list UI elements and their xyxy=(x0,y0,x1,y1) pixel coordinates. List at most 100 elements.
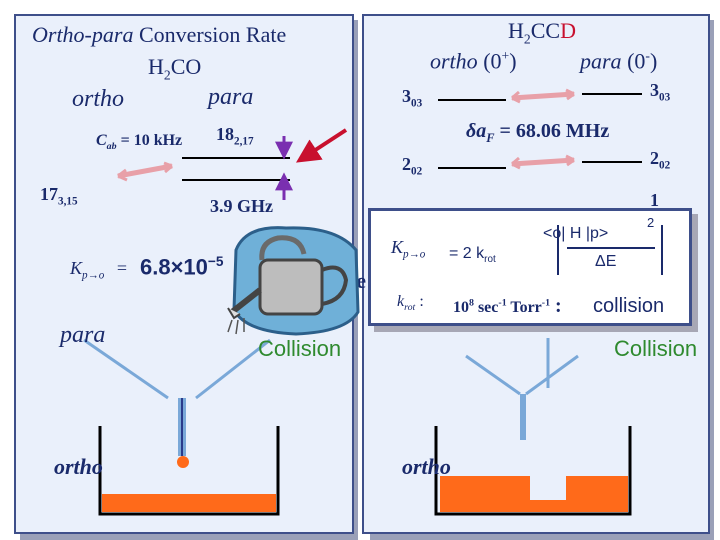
right-para-header: para (0-) xyxy=(580,48,657,74)
right-collision-label: Collision xyxy=(614,336,698,361)
rate-units-exp1: -1 xyxy=(498,297,507,309)
left-ortho-label: ortho xyxy=(72,86,125,112)
cab-label: Cab = 10 kHz xyxy=(96,132,182,152)
rate-mantissa: 6.8×10 xyxy=(140,254,208,280)
rate-units-mid: Torr xyxy=(506,299,542,316)
krot-label: krot : xyxy=(397,293,424,313)
right-molecule: H2CCD xyxy=(508,18,576,47)
right-funnel-ortho: ortho xyxy=(402,454,451,479)
left-molecule: H2CO xyxy=(148,54,201,83)
delta-sub: F xyxy=(486,131,495,145)
level-202-right-sub: 02 xyxy=(659,159,671,172)
right-funnel xyxy=(465,354,579,396)
square-exponent: 2 xyxy=(647,215,655,230)
cab-rest: = 10 kHz xyxy=(116,132,183,149)
right-para-sup: - xyxy=(645,48,650,63)
left-funnel xyxy=(83,338,271,400)
level-202-left-sub: 02 xyxy=(411,165,423,178)
right-ortho-state: (0 xyxy=(477,48,502,74)
left-beaker xyxy=(98,426,280,516)
right-beaker xyxy=(434,426,632,516)
red-pointer-arrow xyxy=(295,128,348,163)
right-ortho-close: ) xyxy=(509,48,517,74)
rate-units: sec xyxy=(473,299,499,316)
fraction-bar xyxy=(567,247,655,249)
left-funnel-ortho: ortho xyxy=(54,454,103,479)
left-title-italic: Ortho-para xyxy=(32,22,134,47)
molecule-h: H xyxy=(148,54,164,79)
level-ortho-label: 173,15 xyxy=(40,184,78,208)
level-303-right-main: 3 xyxy=(650,80,659,100)
level-303-right-label: 303 xyxy=(650,80,670,104)
left-coupling-arrow xyxy=(117,163,173,179)
bracket-left xyxy=(557,225,559,275)
level-303-left-sub: 03 xyxy=(411,97,423,110)
left-title-rest: Conversion Rate xyxy=(133,22,287,47)
level-para-sub: 2,17 xyxy=(234,135,254,148)
right-ortho-sup: + xyxy=(501,48,510,63)
delta-value: = 68.06 MHz xyxy=(494,120,610,142)
rate-formula-popup: Kp→o = 2 krot <o| H |p> ΔE 2 krot : 108 … xyxy=(368,208,692,326)
popup-k-eq-text: = 2 k xyxy=(449,245,485,262)
level-303-left-label: 303 xyxy=(402,86,422,110)
drop xyxy=(177,456,189,468)
right-molecule-h: H xyxy=(508,18,524,43)
krot-sub: rot xyxy=(404,302,416,314)
right-beaker-fill xyxy=(440,476,628,512)
rate-exp: 8 xyxy=(469,297,474,309)
left-para-label: para xyxy=(208,84,254,110)
delta-a-label: δaF = 68.06 MHz xyxy=(466,120,609,146)
rate-colon: : xyxy=(550,295,562,317)
popup-k-eq: = 2 krot xyxy=(449,245,496,265)
left-k-main: K xyxy=(70,258,83,278)
molecule-sub: 2 xyxy=(163,67,171,83)
right-coupling-arrow-202 xyxy=(511,157,575,167)
left-title: Ortho-para Conversion Rate xyxy=(32,22,286,48)
right-molecule-d: D xyxy=(560,18,576,43)
level-ortho-sub: 3,15 xyxy=(58,195,78,208)
right-coupling-arrow-303 xyxy=(511,91,575,101)
level-303-left-main: 3 xyxy=(402,86,411,106)
molecule-rest: CO xyxy=(170,54,202,79)
level-para-label: 182,17 xyxy=(216,124,254,148)
right-para-close: ) xyxy=(649,48,658,74)
rate-base: 10 xyxy=(453,299,469,316)
rate-exponent: −5 xyxy=(207,254,224,269)
right-molecule-sub: 2 xyxy=(523,31,531,47)
level-202-right-main: 2 xyxy=(650,148,659,168)
right-para-label: para xyxy=(580,48,622,74)
level-para-main: 18 xyxy=(216,124,234,144)
delta-e: ΔE xyxy=(595,253,617,270)
popup-k-main: K xyxy=(391,237,404,257)
left-beaker-fill xyxy=(102,494,276,512)
level-ortho-main: 17 xyxy=(40,184,58,204)
right-ortho-label: ortho xyxy=(430,48,478,74)
bracket-right xyxy=(661,225,663,275)
delta-a: δa xyxy=(466,120,487,142)
popup-k-sub: p→o xyxy=(403,248,426,261)
rate-collision-word: collision xyxy=(593,295,665,317)
left-rate-value: 6.8×10−5 xyxy=(140,254,223,280)
level-202-left-main: 2 xyxy=(402,154,411,174)
left-k-sub: p→o xyxy=(82,269,105,282)
left-collision-label: Collision xyxy=(258,336,342,361)
level-202-right-label: 202 xyxy=(650,148,670,172)
krot-main: k xyxy=(397,293,405,310)
cab-c: C xyxy=(96,132,107,149)
rate-units-exp2: -1 xyxy=(541,297,551,309)
krot-colon: : xyxy=(415,293,424,310)
matrix-element: <o| H |p> xyxy=(543,225,609,242)
cab-sub: ab xyxy=(106,141,117,153)
popup-k-eq-sub: rot xyxy=(484,254,496,266)
watering-can-icon xyxy=(226,220,366,340)
left-rate-eq: Kp→o = xyxy=(70,258,127,282)
left-funnel-para: para xyxy=(60,322,106,348)
left-k-eq: = xyxy=(116,258,127,278)
gap-label: 3.9 GHz xyxy=(210,196,273,216)
right-para-state: (0 xyxy=(621,48,646,74)
right-ortho-header: ortho (0+) xyxy=(430,48,517,74)
right-partial-number: 1 xyxy=(650,190,659,210)
rate-value: 108 sec-1 Torr-1 : xyxy=(453,295,562,318)
popup-k-label: Kp→o xyxy=(391,237,425,261)
